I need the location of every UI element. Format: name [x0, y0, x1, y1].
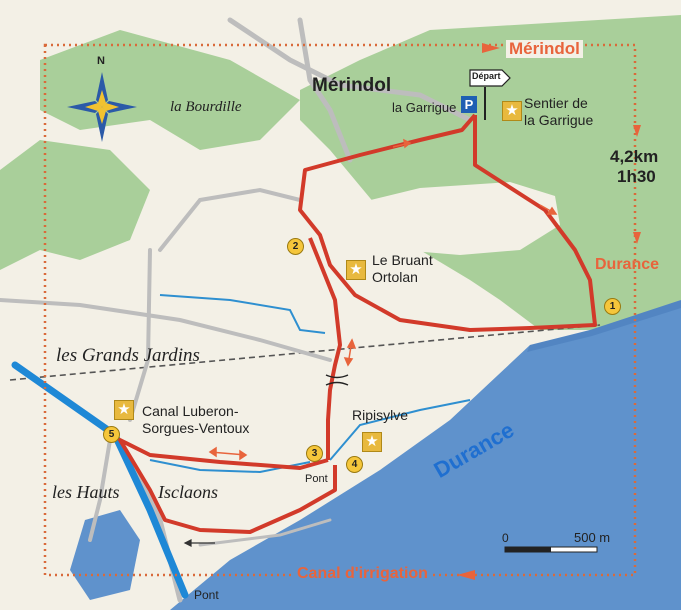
waypoint-4: 4 — [346, 456, 363, 473]
road — [158, 187, 302, 252]
direction-merindol-label: Mérindol — [506, 40, 583, 58]
stream — [329, 399, 471, 461]
star-icon: ★ — [114, 400, 134, 420]
north-label: N — [97, 55, 105, 67]
river-bank — [527, 300, 681, 352]
walking-route — [308, 237, 342, 460]
road — [0, 298, 332, 362]
road — [198, 518, 332, 547]
star-icon: ★ — [346, 260, 366, 280]
road — [297, 17, 353, 163]
durance-river — [170, 300, 681, 610]
direction-durance-label: Durance — [595, 256, 660, 273]
scale-bar — [505, 547, 551, 552]
walking-route — [298, 113, 597, 332]
arrow-icon — [183, 539, 215, 547]
arrow-icon — [208, 138, 558, 461]
poi-bruant-label: Le Bruant — [372, 252, 433, 268]
direction-canal-label: Canal d'irrigation — [294, 565, 431, 583]
place-grands-jardins-label: les Grands Jardins — [56, 345, 200, 366]
waypoint-3: 3 — [306, 445, 323, 462]
arrow-icon — [457, 43, 641, 580]
clearing — [350, 182, 560, 255]
poi-sentier-label: Sentier de — [524, 95, 588, 111]
star-icon: ★ — [362, 432, 382, 452]
railway — [9, 324, 601, 381]
depart-label: Départ — [472, 71, 501, 81]
road — [128, 248, 152, 422]
poi-ripisylve-label: Ripisylve — [352, 407, 409, 423]
depart-sign — [469, 69, 511, 87]
waypoint-1: 1 — [604, 298, 621, 315]
poi-bruant-label: Ortolan — [372, 269, 418, 285]
pont-label: Pont — [194, 588, 219, 602]
poi-canal-label: Sorgues-Ventoux — [142, 420, 250, 436]
route-duration: 1h30 — [617, 167, 656, 186]
forest-area — [0, 140, 150, 270]
scale-end-label: 500 m — [574, 530, 611, 545]
star-icon: ★ — [502, 101, 522, 121]
walking-route — [118, 438, 337, 534]
bridge-icon — [325, 374, 349, 386]
irrigation-canal — [11, 361, 189, 599]
place-isclaons-label: Isclaons — [158, 482, 218, 502]
lake — [70, 510, 140, 600]
parking-icon: P — [461, 96, 477, 113]
road — [88, 438, 112, 542]
waypoint-5: 5 — [103, 426, 120, 443]
pont-label: Pont — [305, 473, 328, 485]
frame-dotted — [43, 43, 637, 577]
place-bourdille-label: la Bourdille — [170, 99, 242, 115]
road — [227, 17, 473, 123]
place-hauts-label: les Hauts — [52, 482, 120, 502]
place-garrigue-label: la Garrigue — [392, 100, 457, 115]
poi-canal-label: Canal Luberon- — [142, 403, 239, 419]
stream — [159, 294, 326, 334]
poi-sentier-label: la Garrigue — [524, 112, 594, 128]
waypoint-2: 2 — [287, 238, 304, 255]
compass-icon — [67, 72, 137, 142]
route-distance: 4,2km — [610, 147, 659, 166]
forest-area — [40, 30, 300, 150]
town-merindol-label: Mérindol — [312, 75, 392, 96]
scale-zero-label: 0 — [502, 531, 509, 545]
